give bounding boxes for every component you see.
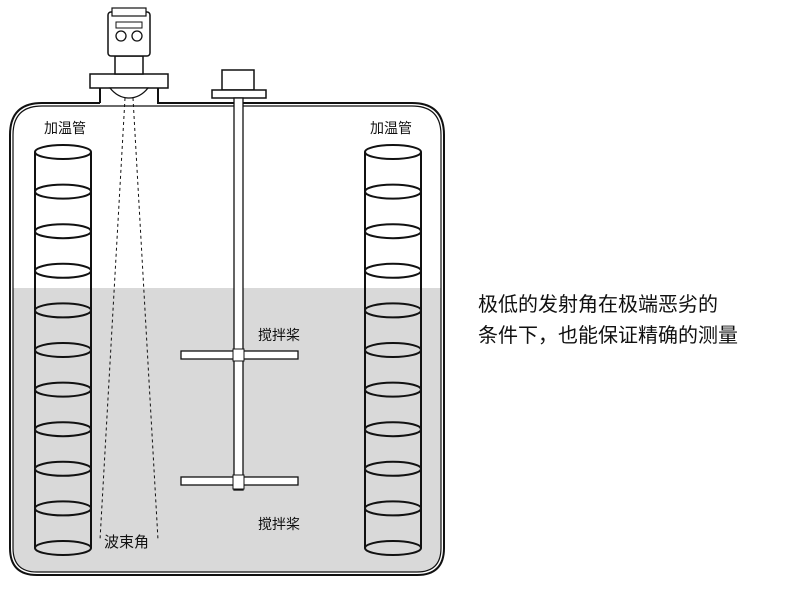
coil-loop	[34, 540, 92, 556]
beam-line-right	[132, 97, 159, 541]
agitator-shaft	[233, 97, 244, 491]
liquid-fill	[13, 288, 441, 572]
heating-coil-right	[364, 144, 422, 556]
coil-loop	[34, 302, 92, 319]
coil-loop	[364, 183, 422, 200]
coil-loop	[364, 540, 422, 556]
agitator-hub-upper	[232, 348, 245, 362]
coil-loop	[34, 421, 92, 438]
radar-head	[107, 11, 151, 57]
agitator-label-lower: 搅拌桨	[258, 517, 300, 533]
radar-knob-icon	[115, 30, 127, 42]
coil-loop	[34, 381, 92, 398]
caption: 极低的发射角在极端恶劣的 条件下，也能保证精确的测量	[478, 289, 798, 351]
radar-flange	[89, 73, 169, 89]
beam-line-left	[99, 97, 126, 541]
agitator-flange	[211, 89, 267, 99]
coil-loop	[34, 342, 92, 358]
coil-loop	[34, 144, 92, 160]
coil-loop	[364, 302, 422, 319]
coil-loop	[364, 144, 422, 160]
heating-pipe-label-right: 加温管	[370, 121, 412, 137]
coil-loop	[34, 262, 92, 279]
coil-loop	[364, 262, 422, 279]
coil-loop	[364, 223, 422, 240]
radar-cap	[111, 7, 147, 17]
radar-neck	[114, 55, 144, 75]
beam-angle-label: 波束角	[104, 533, 150, 551]
tank-inner-wall	[12, 105, 442, 573]
heating-pipe-label-left: 加温管	[44, 121, 86, 137]
agitator-label-upper: 搅拌桨	[258, 328, 300, 344]
coil-loop	[364, 342, 422, 358]
coil-loop	[34, 500, 92, 517]
tank-outline	[9, 88, 445, 576]
caption-line-1: 极低的发射角在极端恶劣的	[478, 292, 718, 316]
coil-loop	[34, 223, 92, 240]
coil-loop	[34, 183, 92, 200]
agitator-motor	[221, 69, 255, 91]
coil-loop	[364, 381, 422, 398]
heating-coil-left	[34, 144, 92, 556]
radar-label-plate	[115, 21, 143, 29]
coil-loop	[364, 500, 422, 517]
radar-knob-icon	[131, 30, 143, 42]
coil-loop	[364, 460, 422, 477]
coil-loop	[34, 460, 92, 477]
radar-antenna-horn	[108, 87, 150, 99]
agitator-hub-lower	[232, 474, 245, 490]
coil-loop	[364, 421, 422, 438]
caption-line-2: 条件下，也能保证精确的测量	[478, 323, 738, 347]
